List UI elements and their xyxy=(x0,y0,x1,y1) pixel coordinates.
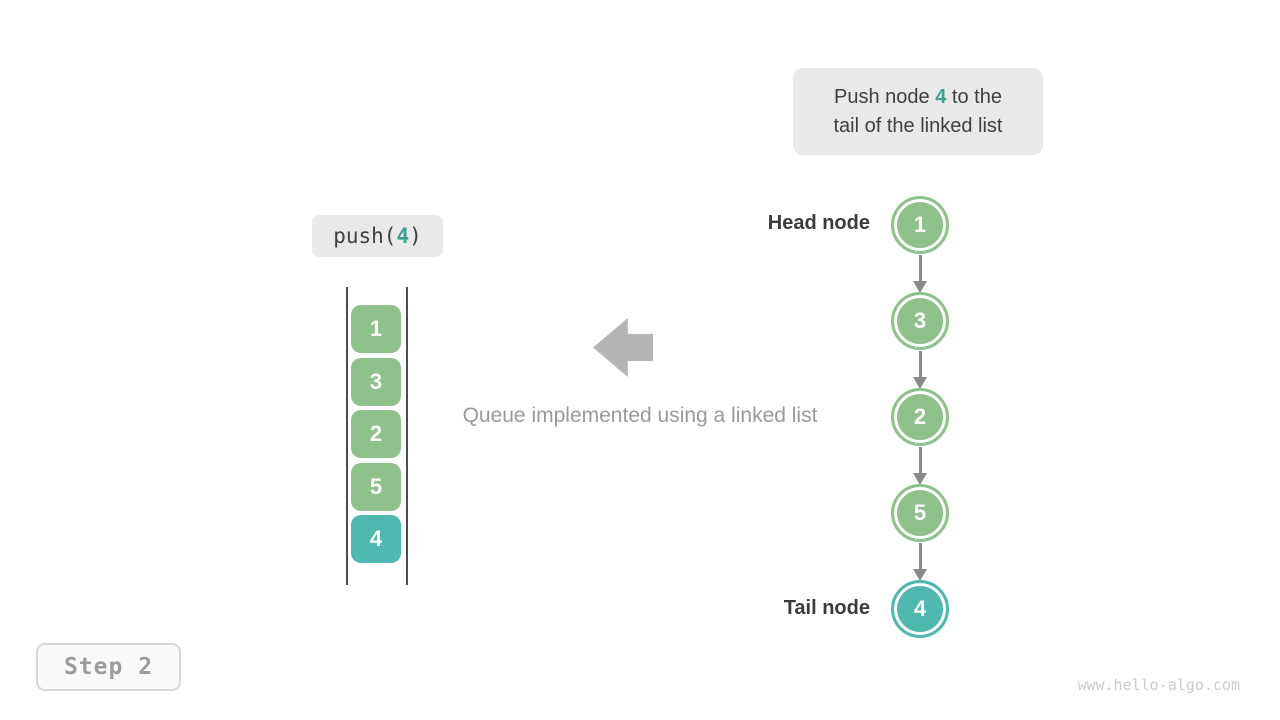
operation-arg: 4 xyxy=(396,224,410,248)
stack-item: 4 xyxy=(351,515,401,563)
tooltip-line2: tail of the linked list xyxy=(833,114,1003,137)
stack-item: 5 xyxy=(351,462,401,511)
arrow-down-icon xyxy=(913,447,927,485)
operation-prefix: push( xyxy=(333,224,397,248)
linked-list-node: 4 xyxy=(891,580,949,638)
linked-list-node: 2 xyxy=(891,388,949,446)
site-watermark: www.hello-algo.com xyxy=(1077,676,1240,694)
tooltip-line1-prefix: Push node xyxy=(834,85,936,108)
linked-list-node: 3 xyxy=(891,292,949,350)
linked-list-node: 5 xyxy=(891,484,949,542)
arrow-down-icon xyxy=(913,543,927,581)
arrow-down-icon xyxy=(913,255,927,293)
push-operation-label: push(4) xyxy=(312,215,443,257)
stack-item: 2 xyxy=(351,410,401,458)
linked-list-node: 1 xyxy=(891,196,949,254)
arrow-down-icon xyxy=(913,351,927,389)
tooltip-line1: Push node 4 to the xyxy=(834,83,1002,112)
tooltip-line1-suffix: to the xyxy=(946,85,1002,108)
stack-left-wall xyxy=(346,287,348,585)
push-tooltip: Push node 4 to the tail of the linked li… xyxy=(793,68,1043,155)
stack-item: 1 xyxy=(351,305,401,353)
head-node-label: Head node xyxy=(767,212,870,234)
diagram-caption: Queue implemented using a linked list xyxy=(462,404,818,427)
stack-right-wall xyxy=(406,287,408,585)
stack-item: 3 xyxy=(351,357,401,406)
operation-suffix: ) xyxy=(409,224,422,248)
step-badge: Step 2 xyxy=(36,643,181,691)
tail-node-label: Tail node xyxy=(783,597,870,619)
tooltip-highlight-value: 4 xyxy=(935,85,947,108)
left-arrow-icon xyxy=(593,318,653,377)
